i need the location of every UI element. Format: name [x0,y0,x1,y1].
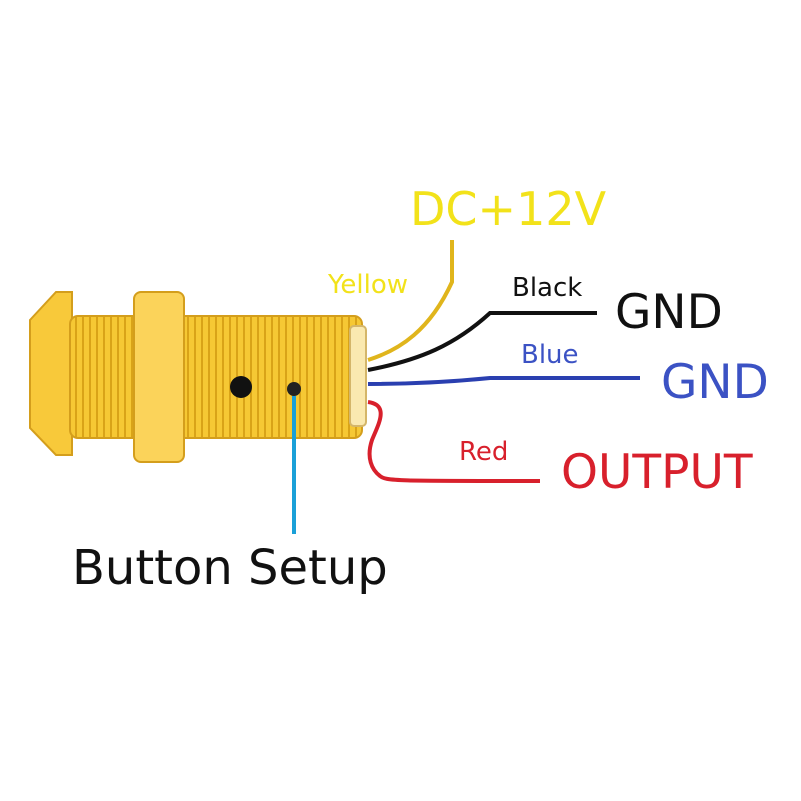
sensor-back-cap [349,325,367,427]
label-button-setup: Button Setup [72,540,388,596]
blue-wire [367,376,640,386]
sensor-lens-cap [29,291,73,456]
label-gnd-black: GND [615,285,723,340]
sensor-body [29,291,367,463]
yellow-wire [367,240,454,362]
label-red-wire: Red [459,437,509,467]
label-gnd-blue: GND [661,355,769,410]
label-black-wire: Black [512,273,583,303]
label-yellow-wire: Yellow [328,270,409,300]
sensor-indicator-led [230,376,252,398]
red-wire [367,400,541,483]
sensor-threaded-barrel [69,315,363,439]
label-blue-wire: Blue [521,340,579,370]
setup-button-hole [287,382,301,396]
label-dc-12v: DC+12V [410,182,607,236]
black-wire [367,311,597,372]
label-output: OUTPUT [561,445,753,500]
sensor-hex-nut [133,291,185,463]
